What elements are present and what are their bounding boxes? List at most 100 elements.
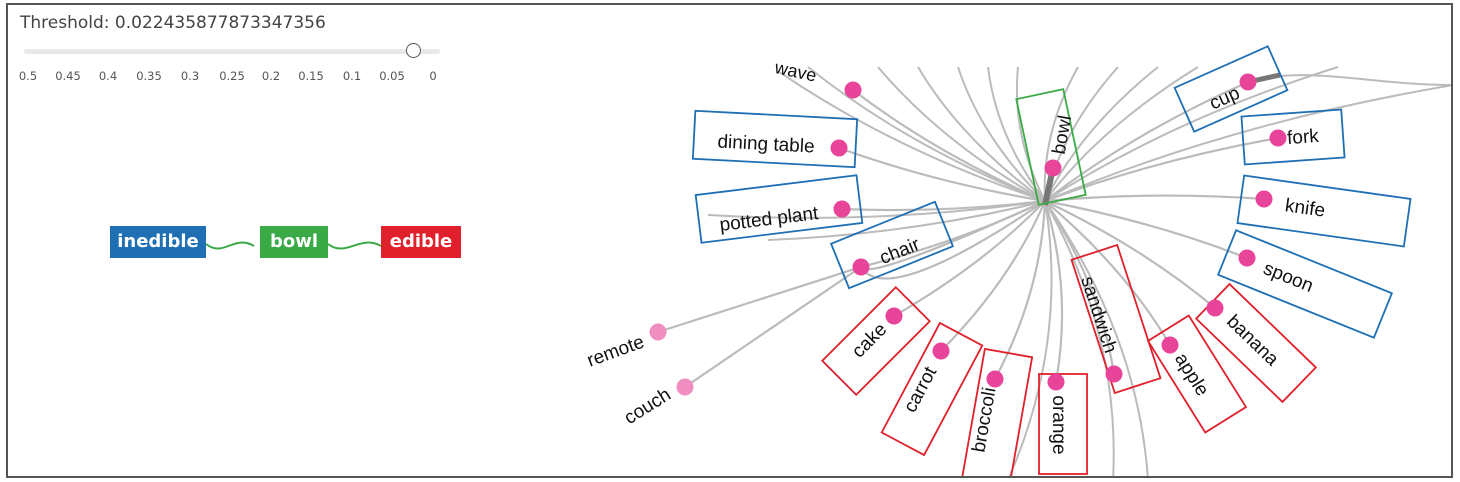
graph-edge xyxy=(852,89,1046,203)
node-label: couch xyxy=(621,384,675,429)
node-dot[interactable] xyxy=(833,200,851,218)
graph-edge xyxy=(1044,66,1159,202)
node-box xyxy=(1240,108,1346,166)
slider-tick: 0.35 xyxy=(136,69,162,83)
graph-edges xyxy=(657,66,1451,476)
slider-tick: 0.05 xyxy=(379,69,405,83)
graph-edge xyxy=(994,200,1047,380)
node-label: orange xyxy=(1048,395,1069,454)
graph-edge xyxy=(1044,66,1199,202)
graph-edge xyxy=(657,199,1046,334)
graph-edge xyxy=(1044,200,1115,476)
graph-edge xyxy=(1044,200,1116,375)
node-label: banana xyxy=(1222,311,1283,370)
threshold-label: Threshold: 0.022435877873347356 xyxy=(20,13,326,33)
node-dot[interactable] xyxy=(852,258,870,276)
node-box xyxy=(829,200,955,290)
node-potted-plant[interactable]: potted plant xyxy=(694,174,864,244)
node-box xyxy=(1216,229,1394,339)
slider-handle[interactable] xyxy=(406,43,422,58)
legend-connectors xyxy=(205,241,382,250)
node-label: bowl xyxy=(1049,114,1076,156)
node-box xyxy=(1146,314,1248,434)
node-dot[interactable] xyxy=(676,378,694,396)
node-dining-table[interactable]: dining table xyxy=(691,109,859,169)
node-dot[interactable] xyxy=(649,323,667,341)
node-label: fork xyxy=(1286,126,1320,149)
node-dot[interactable] xyxy=(885,307,903,325)
node-label: wave xyxy=(772,57,818,86)
node-dot[interactable] xyxy=(1206,299,1224,317)
node-dot[interactable] xyxy=(932,342,950,360)
node-label: potted plant xyxy=(718,203,820,236)
slider-tick: 0.2 xyxy=(261,69,281,83)
node-box xyxy=(1070,243,1162,395)
legend-inedible[interactable]: inedible xyxy=(110,226,206,258)
node-banana[interactable]: banana xyxy=(1194,282,1318,404)
node-box xyxy=(694,174,864,244)
graph-edge xyxy=(841,199,1046,212)
node-label: apple xyxy=(1170,349,1212,400)
graph-edge xyxy=(767,200,1046,241)
node-dot[interactable] xyxy=(1161,336,1179,354)
graph-edge xyxy=(807,66,1046,202)
node-carrot[interactable]: carrot xyxy=(880,321,984,457)
graph-edge xyxy=(940,200,1047,352)
threshold-slider[interactable] xyxy=(24,43,440,58)
graph-edge xyxy=(1044,84,1451,202)
slider-tick: 0.4 xyxy=(98,69,118,83)
node-dot[interactable] xyxy=(1044,159,1062,177)
node-bowl[interactable]: bowl xyxy=(1015,88,1087,206)
node-box xyxy=(1173,45,1289,133)
graph-edge xyxy=(1044,194,1265,203)
node-knife[interactable]: knife xyxy=(1236,174,1412,248)
node-remote[interactable]: remote xyxy=(584,323,667,372)
node-dot[interactable] xyxy=(1255,190,1273,208)
graph-edge xyxy=(917,66,1046,202)
node-label: cake xyxy=(848,319,891,362)
graph-edge xyxy=(1044,66,1339,202)
node-label: dining table xyxy=(717,131,815,157)
node-label: remote xyxy=(584,332,647,372)
node-dot[interactable] xyxy=(1238,249,1256,267)
graph-edge xyxy=(1043,66,1079,202)
graph-edge xyxy=(1044,199,1248,260)
legend-edible[interactable]: edible xyxy=(381,226,461,258)
graph-edge xyxy=(957,66,1046,202)
node-box xyxy=(1236,174,1412,248)
node-box xyxy=(1038,373,1088,475)
node-microwave[interactable]: wave xyxy=(772,57,862,99)
graph-edge xyxy=(838,146,1046,203)
graph-edge xyxy=(707,200,1046,219)
node-dot[interactable] xyxy=(844,81,862,99)
graph-edge xyxy=(1044,200,1149,476)
slider-tick: 0.45 xyxy=(55,69,81,83)
node-dot[interactable] xyxy=(986,370,1004,388)
node-box xyxy=(958,347,1034,476)
slider-tick: 0.5 xyxy=(18,69,38,83)
node-label: knife xyxy=(1284,195,1327,221)
node-box xyxy=(820,285,932,397)
node-label: carrot xyxy=(900,363,942,416)
graph-edge xyxy=(1043,200,1064,383)
graph-edge xyxy=(1044,136,1279,203)
node-dot[interactable] xyxy=(830,139,848,157)
node-dot[interactable] xyxy=(1047,373,1065,391)
visualization-panel: Threshold: 0.022435877873347356 0.5 0.45 0… xyxy=(6,3,1453,478)
node-dot[interactable] xyxy=(1105,365,1123,383)
slider-tick: 0.25 xyxy=(219,69,245,83)
node-fork[interactable]: fork xyxy=(1240,108,1346,166)
graph-edge xyxy=(893,200,1046,317)
legend-bowl[interactable]: bowl xyxy=(260,226,328,258)
graph-edge xyxy=(877,66,1046,202)
node-label: spoon xyxy=(1260,258,1316,297)
node-orange[interactable]: orange xyxy=(1038,373,1088,475)
node-dot[interactable] xyxy=(1239,73,1257,91)
graph-edge xyxy=(1015,66,1046,202)
node-dot[interactable] xyxy=(1269,129,1287,147)
node-label: sandwich xyxy=(1076,274,1120,356)
node-couch[interactable]: couch xyxy=(621,378,694,429)
graph-edge xyxy=(1044,200,1216,309)
